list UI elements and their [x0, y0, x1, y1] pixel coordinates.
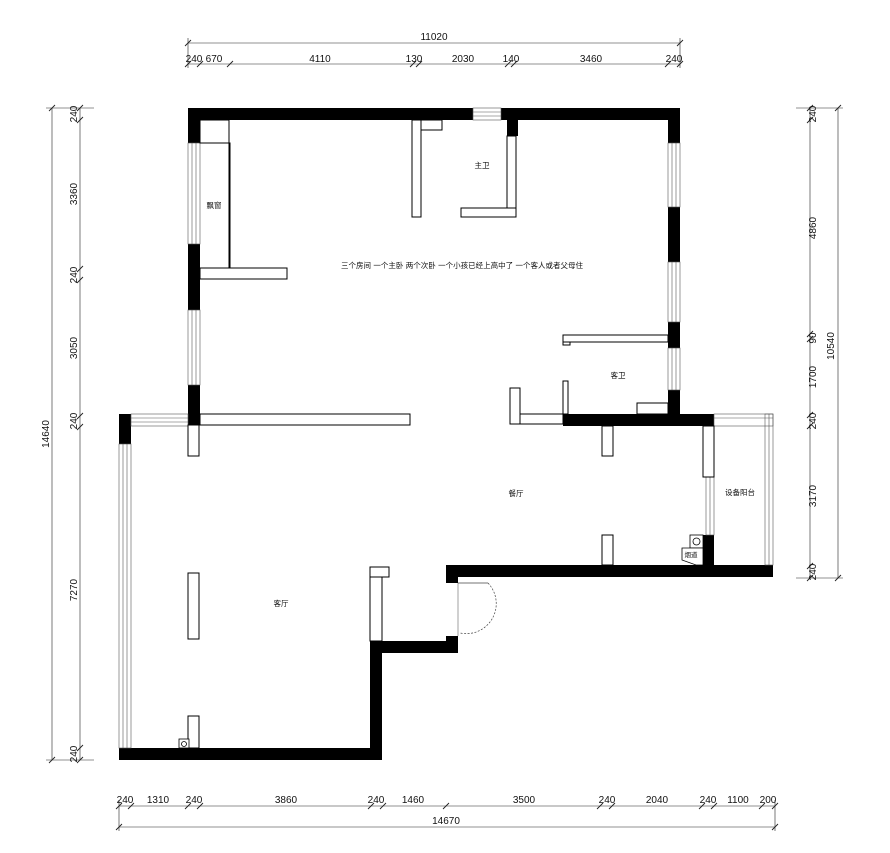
dim-left-3: 3050 [69, 336, 80, 359]
label-master-bath: 主卫 [475, 160, 490, 170]
dim-right-4: 240 [808, 412, 819, 429]
dim-left-5: 7270 [69, 578, 80, 601]
dim-top-3: 130 [406, 54, 423, 65]
top-dimensions: 11020 240 670 4110 130 2030 140 3460 240 [186, 32, 683, 65]
dim-bottom-11: 200 [760, 795, 777, 806]
left-dimensions: 14640 240 3360 240 3050 240 7270 240 [41, 105, 80, 762]
dim-bottom-7: 240 [599, 795, 616, 806]
dim-bottom-0: 240 [117, 795, 134, 806]
dim-left-2: 240 [69, 266, 80, 283]
label-equipment-balcony: 设备阳台 [725, 487, 755, 497]
dim-right-2: 90 [808, 332, 819, 344]
dim-bottom-4: 240 [368, 795, 385, 806]
dim-bottom-5: 1460 [402, 795, 425, 806]
dim-bottom-3: 3860 [275, 795, 298, 806]
dim-top-4: 2030 [452, 54, 475, 65]
dim-left-0: 240 [69, 105, 80, 122]
dimension-lines [46, 38, 843, 831]
structural-walls [119, 108, 773, 760]
dim-right-1: 4860 [808, 216, 819, 239]
bottom-dimensions: 240 1310 240 3860 240 1460 3500 240 2040… [117, 795, 777, 827]
dim-top-1: 670 [206, 54, 223, 65]
dim-left-1: 3360 [69, 182, 80, 205]
dim-top-7: 240 [666, 54, 683, 65]
dim-left-total: 14640 [41, 420, 52, 448]
dim-left-6: 240 [69, 745, 80, 762]
dim-right-6: 240 [808, 563, 819, 580]
dim-bottom-1: 1310 [147, 795, 170, 806]
dim-top-total: 11020 [420, 32, 448, 43]
dim-right-3: 1700 [808, 365, 819, 388]
dim-top-2: 4110 [309, 54, 331, 65]
room-labels: 主卫 飘窗 三个房间 一个主卧 两个次卧 一个小孩已经上高中了 一个客人或者父母… [207, 160, 756, 608]
dim-bottom-6: 3500 [513, 795, 536, 806]
dim-bottom-2: 240 [186, 795, 203, 806]
dim-left-4: 240 [69, 412, 80, 429]
dim-bottom-8: 2040 [646, 795, 669, 806]
label-bay-window: 飘窗 [207, 200, 222, 210]
dim-bottom-total: 14670 [432, 816, 460, 827]
entry-door[interactable] [457, 582, 497, 636]
dim-top-0: 240 [186, 54, 203, 65]
dim-right-0: 240 [808, 105, 819, 122]
dim-top-5: 140 [503, 54, 520, 65]
drawing-note: 三个房间 一个主卧 两个次卧 一个小孩已经上高中了 一个客人或者父母住 [341, 260, 584, 270]
label-living: 客厅 [274, 598, 289, 608]
label-flue: 烟道 [685, 550, 699, 559]
dim-right-5: 3170 [808, 484, 819, 507]
flue-fixture [681, 534, 704, 566]
drain-fixture [178, 738, 190, 749]
partition-walls [187, 119, 715, 749]
label-guest-bath: 客卫 [611, 370, 626, 380]
dim-bottom-10: 1100 [727, 795, 749, 806]
dim-right-total: 10540 [826, 332, 837, 360]
dim-bottom-9: 240 [700, 795, 717, 806]
label-dining: 餐厅 [509, 489, 524, 498]
dim-top-6: 3460 [580, 54, 603, 65]
right-dimensions: 240 4860 90 1700 240 3170 240 10540 [808, 105, 837, 580]
